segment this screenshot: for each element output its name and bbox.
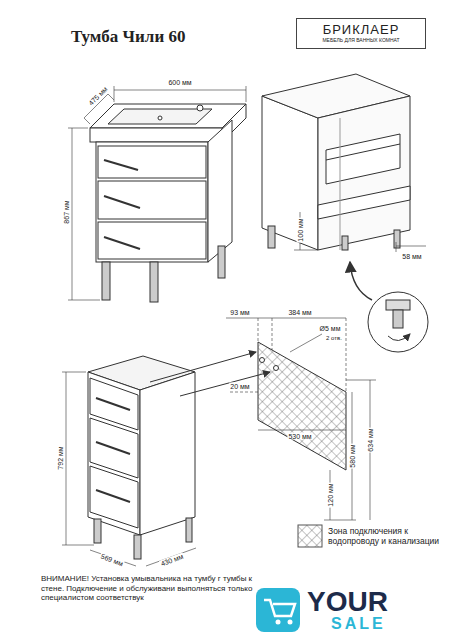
watermark-icon: [256, 588, 300, 632]
brand-name: БРИКЛАЕР: [301, 23, 421, 38]
dimension-label: 430 мм: [159, 552, 185, 567]
warning-note: ВНИМАНИЕ! Установка умывальника на тумбу…: [40, 574, 254, 603]
dimension-label: 100 мм: [297, 217, 304, 242]
dimension-label: 867 мм: [63, 199, 70, 224]
dimension-label: 600 мм: [167, 79, 192, 86]
dimension-label: 20 мм: [229, 383, 250, 390]
dimension-label: 93 мм: [229, 309, 250, 316]
dimension-label: 580 мм: [349, 443, 356, 468]
dimension-label: 792 мм: [57, 445, 64, 470]
brand-tagline: МЕБЕЛЬ ДЛЯ ВАННЫХ КОМНАТ: [301, 38, 421, 44]
legend-text: Зона подключения к водопроводу и канализ…: [327, 526, 447, 546]
dimension-label: 58 мм: [401, 253, 422, 260]
dimension-label: 530 мм: [287, 433, 312, 440]
dimension-label: 569 мм: [99, 552, 125, 567]
title: Тумба Чили 60: [70, 28, 186, 45]
dimension-label: 2 отв.: [325, 335, 343, 341]
logo-box: БРИКЛАЕРМЕБЕЛЬ ДЛЯ ВАННЫХ КОМНАТ: [296, 18, 426, 49]
watermark-text: SALE: [330, 616, 387, 632]
dimension-label: Ø5 мм: [319, 325, 342, 332]
dimension-label: 634 мм: [367, 427, 374, 452]
watermark-text: YOUR: [306, 588, 389, 616]
dimension-label: 120 мм: [327, 482, 334, 507]
dimension-label: 384 мм: [287, 309, 312, 316]
legend-swatch: [298, 525, 322, 547]
